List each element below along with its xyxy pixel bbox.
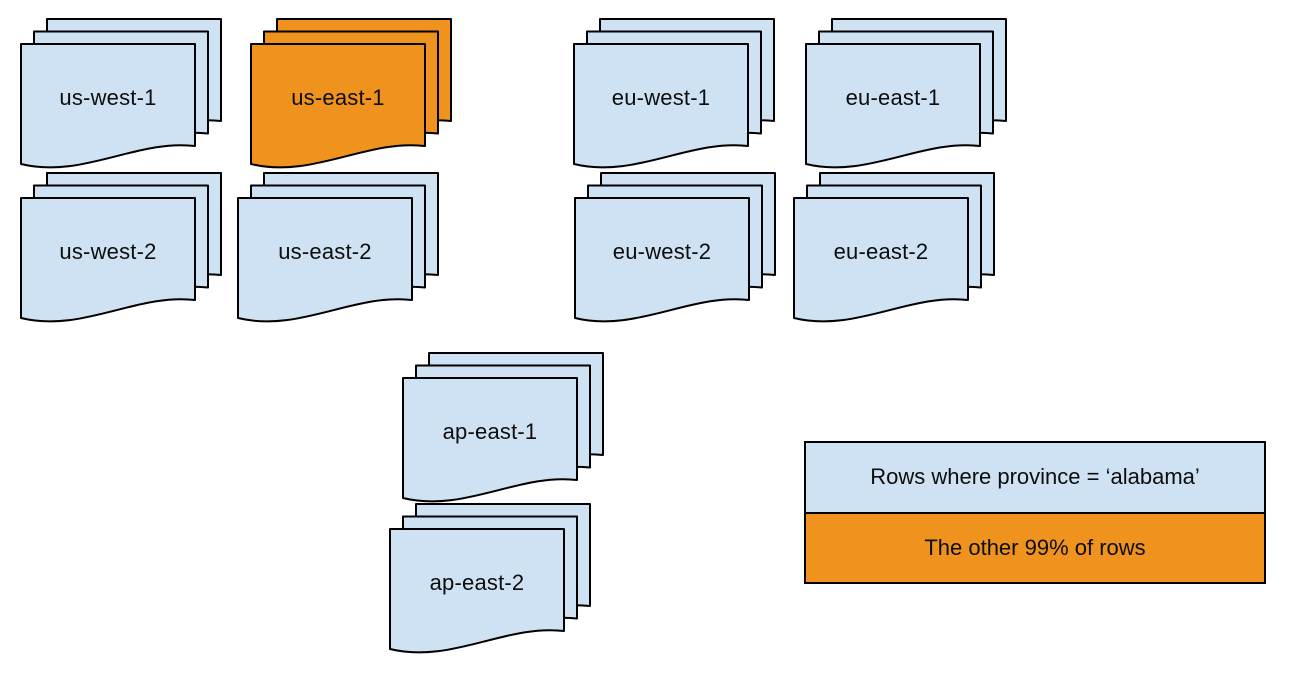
document-stack-icon <box>402 352 604 503</box>
doc-stack-ap-east-1: ap-east-1 <box>402 352 604 504</box>
doc-stack-us-west-1: us-west-1 <box>20 18 222 170</box>
document-stack-icon <box>250 18 452 169</box>
doc-stack-eu-west-2: eu-west-2 <box>574 172 776 324</box>
doc-stack-ap-east-2: ap-east-2 <box>389 503 591 655</box>
document-stack-icon <box>805 18 1007 169</box>
document-stack-icon <box>573 18 775 169</box>
document-stack-icon <box>20 18 222 169</box>
document-stack-icon <box>20 172 222 323</box>
document-stack-icon <box>574 172 776 323</box>
document-stack-icon <box>389 503 591 654</box>
doc-stack-us-east-2: us-east-2 <box>237 172 439 324</box>
legend-item-label: Rows where province = ‘alabama’ <box>870 464 1200 490</box>
legend-item-other-rows: The other 99% of rows <box>806 511 1264 582</box>
legend: Rows where province = ‘alabama’ The othe… <box>804 441 1266 584</box>
document-stack-icon <box>237 172 439 323</box>
doc-stack-us-east-1: us-east-1 <box>250 18 452 170</box>
legend-item-alabama-rows: Rows where province = ‘alabama’ <box>806 443 1264 512</box>
doc-stack-eu-east-1: eu-east-1 <box>805 18 1007 170</box>
legend-item-label: The other 99% of rows <box>924 534 1146 560</box>
doc-stack-eu-west-1: eu-west-1 <box>573 18 775 170</box>
document-stack-icon <box>793 172 995 323</box>
doc-stack-eu-east-2: eu-east-2 <box>793 172 995 324</box>
doc-stack-us-west-2: us-west-2 <box>20 172 222 324</box>
